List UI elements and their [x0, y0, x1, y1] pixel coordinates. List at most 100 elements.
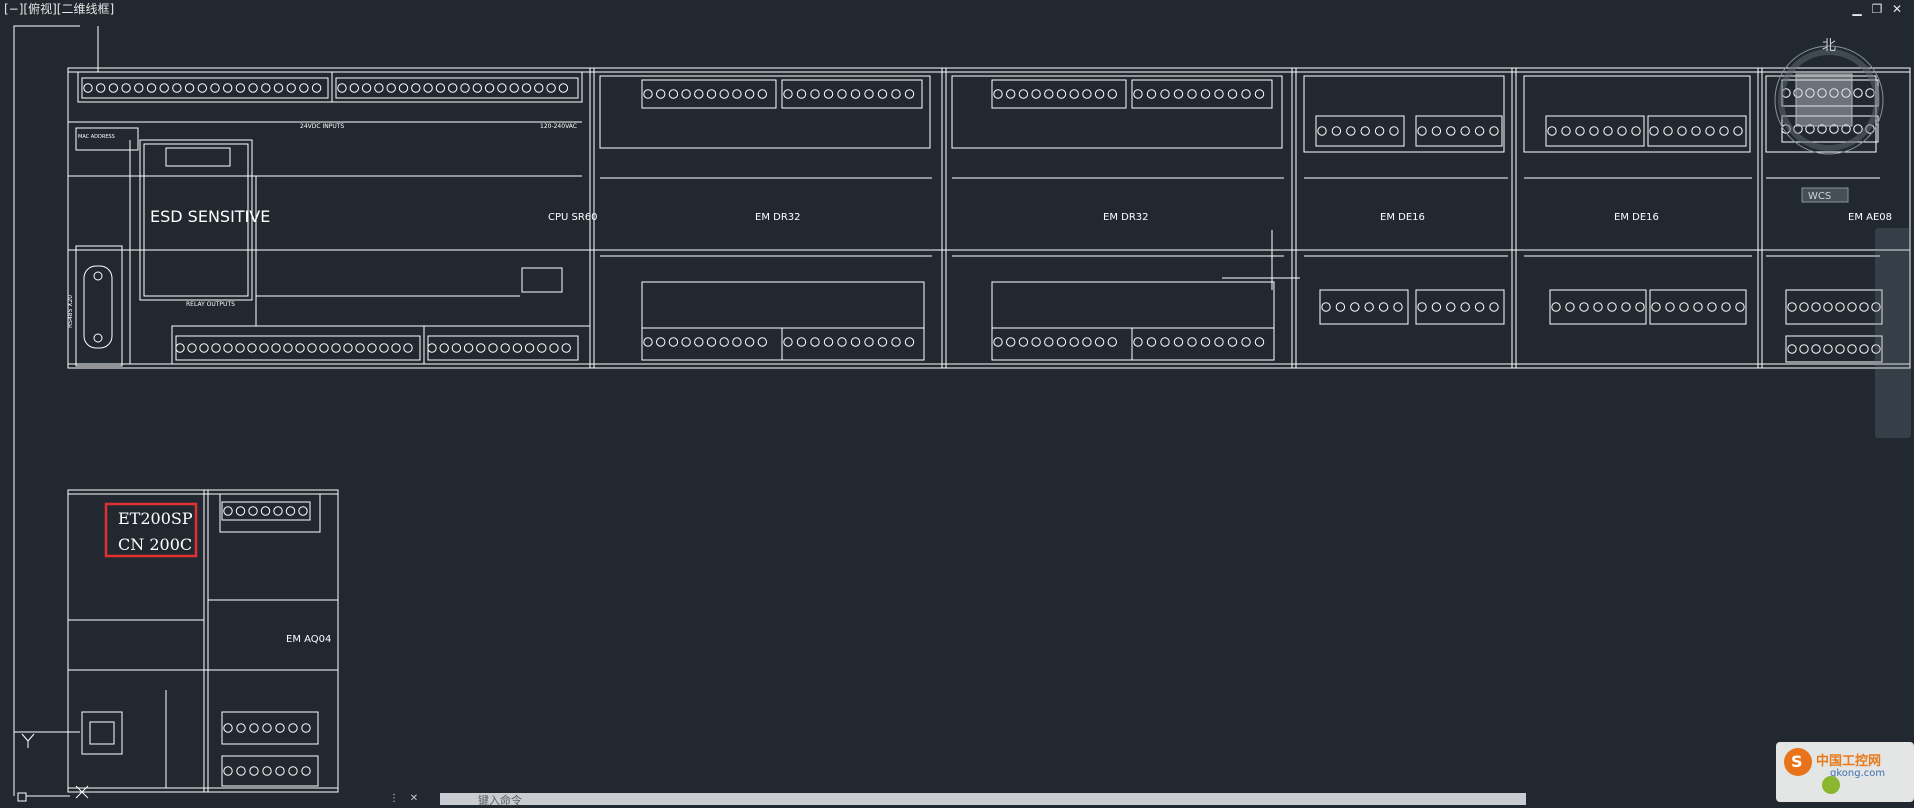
terminal-screw [199, 343, 209, 353]
terminal-screw [1707, 302, 1717, 312]
terminal-screw [810, 337, 820, 347]
terminal-screw [1031, 89, 1041, 99]
terminal-screw [1859, 302, 1869, 312]
terminal-screw [877, 89, 888, 99]
terminal-screw [1082, 337, 1092, 347]
terminal-screw [719, 89, 729, 99]
terminal-screw [1735, 302, 1745, 312]
viewcube[interactable] [1774, 45, 1884, 155]
terminal-screws [83, 83, 1881, 776]
options-icon[interactable]: ⋮ [389, 793, 399, 804]
terminal-screw [1799, 302, 1809, 312]
terminal-screw [643, 337, 653, 347]
terminal-screw [1069, 89, 1079, 99]
terminal-screw [235, 83, 246, 93]
terminal-screw [1094, 337, 1105, 347]
terminal-screw [1431, 126, 1442, 136]
em-de16-module-1[interactable] [1303, 75, 1508, 325]
terminal-screw [757, 89, 767, 99]
terminal-screw [1617, 126, 1627, 136]
command-close-icon[interactable]: ✕ [409, 793, 419, 804]
y-marker-icon [21, 733, 35, 748]
terminal-screw [500, 343, 510, 353]
navigation-bar[interactable] [1875, 228, 1911, 438]
terminal-screw [796, 337, 807, 347]
em-dr32-module-2[interactable] [951, 75, 1300, 361]
terminal-screw [1829, 88, 1839, 98]
terminal-screw [1107, 337, 1118, 347]
terminal-screw [1649, 126, 1659, 136]
terminal-screw [1547, 126, 1557, 136]
relay-outputs-label: RELAY OUTPUTS [186, 301, 235, 308]
watermark-title: 中国工控网 [1816, 754, 1882, 769]
terminal-screw [210, 83, 220, 93]
terminal-screw [1841, 124, 1851, 134]
gear-icon [1822, 776, 1840, 794]
terminal-screw [656, 89, 666, 99]
terminal-screw [1378, 302, 1389, 312]
em-de16-module-2[interactable] [1523, 75, 1752, 325]
close-icon[interactable]: ✕ [1891, 2, 1903, 16]
terminal-screw [1187, 337, 1197, 347]
terminal-screw [275, 766, 285, 776]
terminal-screw [223, 766, 233, 776]
terminal-screw [1241, 89, 1251, 99]
wcs-badge[interactable] [1801, 187, 1849, 203]
terminal-screw [681, 337, 691, 347]
terminal-screw [235, 506, 246, 516]
terminal-screw [1133, 337, 1143, 347]
terminal-screw [398, 83, 409, 93]
cpu-module[interactable] [68, 71, 591, 367]
terminal-screw [1200, 337, 1211, 347]
terminal-screw [476, 343, 486, 353]
terminal-screw [1187, 89, 1197, 99]
viewport-label[interactable]: [−][俯视][二维线框] [4, 2, 115, 16]
terminal-screw [1227, 89, 1238, 99]
terminal-screw [561, 343, 571, 353]
terminal-screw [248, 83, 258, 93]
terminal-screw [1044, 337, 1054, 347]
terminal-screw [1489, 126, 1499, 136]
minimize-icon[interactable]: ▁ [1852, 2, 1862, 16]
et200sp-station[interactable] [67, 489, 339, 793]
terminal-screw [1679, 302, 1689, 312]
terminal-screw [1811, 344, 1821, 354]
terminal-screw [1173, 89, 1184, 99]
terminal-screw [1805, 124, 1815, 134]
viewport-window-controls: ▁ ❐ ✕ [1850, 2, 1904, 16]
terminal-screw [223, 83, 233, 93]
terminal-screw [343, 343, 353, 353]
terminal-screw [1635, 302, 1645, 312]
command-line[interactable]: 键入命令 [440, 793, 1526, 807]
terminal-screw [1551, 302, 1561, 312]
terminal-screw [512, 343, 523, 353]
em-dr32-module-1[interactable] [599, 75, 932, 361]
terminal-screw [823, 337, 834, 347]
terminal-screw [271, 343, 281, 353]
terminal-screw [1575, 126, 1585, 136]
terminal-screw [146, 83, 157, 93]
terminal-screw [184, 83, 195, 93]
terminal-screw [96, 83, 106, 93]
terminal-screw [1651, 302, 1661, 312]
viewcube-north-label: 北 [1822, 38, 1836, 54]
module-label-dr32-1: EM DR32 [755, 212, 801, 223]
highlight-box [104, 502, 198, 558]
terminal-screw [460, 83, 470, 93]
rs485-label: RS485 X20 [67, 295, 74, 328]
routing-line [13, 25, 80, 733]
terminal-screw [223, 506, 233, 516]
terminal-screw [1787, 344, 1797, 354]
terminal-screw [837, 89, 847, 99]
terminal-screw [1317, 126, 1327, 136]
terminal-screw [1346, 126, 1356, 136]
module-labels: CPU SR60 EM DR32 EM DR32 EM DE16 EM DE16… [548, 212, 1892, 223]
restore-icon[interactable]: ❐ [1871, 2, 1883, 16]
terminal-screw [262, 723, 272, 733]
terminal-screw [1847, 344, 1857, 354]
terminal-screw [1871, 302, 1881, 312]
terminal-screw [1018, 337, 1029, 347]
command-input[interactable]: 键入命令 [478, 794, 522, 807]
terminal-screw [1146, 89, 1157, 99]
